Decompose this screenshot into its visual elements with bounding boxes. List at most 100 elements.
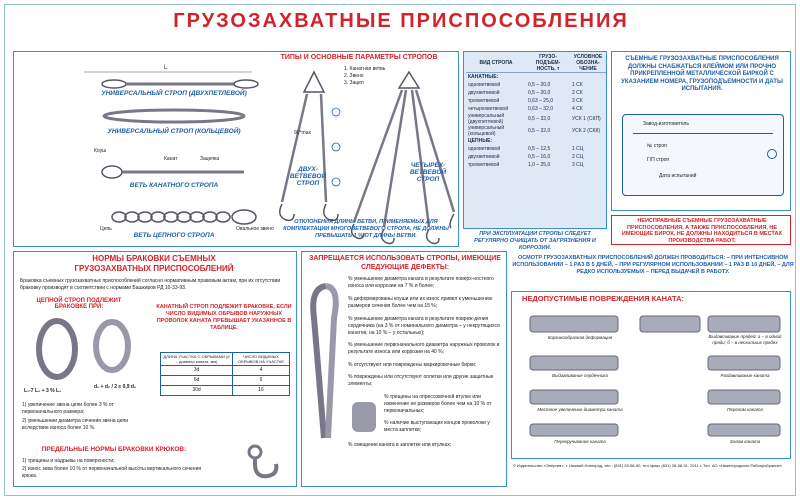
forbid-item-5: % отсутствуют или повреждены маркировочн… bbox=[348, 362, 477, 368]
header-code: УСЛОВНОЕ ОБОЗНА-ЧЕНИЕ bbox=[570, 54, 606, 73]
damage-heading: НЕДОПУСТИМЫЕ ПОВРЕЖДЕНИЯ КАНАТА: bbox=[522, 294, 685, 303]
types-heading: ТИПЫ И ОСНОВНЫЕ ПАРАМЕТРЫ СТРОПОВ bbox=[280, 54, 438, 61]
caption-univ-ring: УНИВЕРСАЛЬНЫЙ СТРОП (КОЛЬЦЕВОЙ) bbox=[107, 128, 241, 135]
damage-cap-2: Выдавливание прядей: а – в одной пряди; … bbox=[708, 334, 782, 345]
tag-date: Дата испытаний bbox=[659, 173, 697, 179]
slings-drawing bbox=[84, 70, 456, 245]
header-load: ГРУЗО-ПОДЪЕМ-НОСТЬ, т bbox=[526, 54, 570, 73]
chain-reject-heading: ЦЕПНОЙ СТРОП ПОДЛЕЖИТ БРАКОВКЕ ПРИ: bbox=[36, 298, 122, 310]
chain-item-2: 2) уменьшении диаметра сечения звена цеп… bbox=[22, 418, 129, 431]
cell: 0,5 – 20,0 bbox=[528, 82, 551, 88]
tag-line bbox=[633, 133, 773, 134]
cell: 6 bbox=[232, 375, 290, 386]
tag-hole-icon bbox=[767, 149, 777, 159]
rope-title: КАНАТНЫЕ: bbox=[468, 74, 499, 80]
caption-branch-rope: ВЕТЬ КАНАТНОГО СТРОПА bbox=[129, 182, 219, 189]
caption-two-branch: ДВУХ-ВЕТВЕВОЙ СТРОП bbox=[289, 166, 327, 187]
tag-heading: СЪЕМНЫЕ ГРУЗОЗАХВАТНЫЕ ПРИСПОСОБЛЕНИЯ ДО… bbox=[621, 56, 783, 92]
cell: 3 СЦ bbox=[572, 162, 584, 168]
table-row: универсальный (двухпетлевой) 0,5 – 32,0 УС… bbox=[466, 113, 606, 125]
hook-icon bbox=[247, 444, 279, 479]
length-label: L bbox=[164, 65, 168, 71]
cell: 3 СК bbox=[572, 98, 583, 104]
cell: четырехветвевой bbox=[468, 106, 509, 112]
cell: 0,5 – 32,0 bbox=[528, 128, 551, 134]
deviation-note: ОТКЛОНЕНИЯ ДЛИНЫ ВЕТВИ, ПРИМЕНЯЕМЫХ ДЛЯ … bbox=[283, 219, 449, 239]
cell: трехветвевой bbox=[468, 98, 500, 104]
forbid-item-8: % наличие выступающих концов проволоки у… bbox=[384, 420, 490, 433]
hook-item-1: 1) трещины и надрывы на поверхности; bbox=[22, 458, 115, 464]
forbid-heading: ЗАПРЕЩАЕТСЯ ИСПОЛЬЗОВАТЬ СТРОПЫ, ИМЕЮЩИЕ… bbox=[309, 255, 501, 271]
damage-drawing bbox=[529, 315, 781, 437]
forbid-item-1: % уменьшение диаметра каната в результат… bbox=[348, 276, 494, 289]
rope-loop-drawing bbox=[310, 283, 339, 439]
faulty-panel: НЕИСПРАВНЫЕ СЪЕМНЫЕ ГРУЗОЗАХВАТНЫЕ ПРИСП… bbox=[611, 215, 791, 245]
forbid-item-6: % повреждены или отсутствуют оплетки или… bbox=[348, 374, 494, 387]
cell: УСК 1 (СКП) bbox=[572, 116, 601, 122]
legend-1: 1. Канатная ветвь bbox=[344, 66, 386, 72]
cell: 16 bbox=[232, 385, 290, 396]
footer-credit: © Издательство «Энергия», г. Нижний Новг… bbox=[513, 463, 783, 468]
cell: универсальный (двухпетлевой) bbox=[468, 113, 505, 125]
cell: 0,5 – 12,5 bbox=[528, 146, 551, 152]
forbid-panel: ЗАПРЕЩАЕТСЯ ИСПОЛЬЗОВАТЬ СТРОПЫ, ИМЕЮЩИЕ… bbox=[301, 251, 507, 487]
sleeve-icon bbox=[352, 402, 376, 432]
chain-link-drawing bbox=[36, 318, 131, 380]
damage-cap-5: Местное увеличение диаметра каната bbox=[537, 407, 623, 412]
damage-cap-4: Раздавливание каната bbox=[720, 373, 770, 378]
damage-cap-8: Залом каната bbox=[729, 439, 761, 444]
hooks-heading: ПРЕДЕЛЬНЫЕ НОРМЫ БРАКОВКИ КРЮКОВ: bbox=[41, 446, 187, 453]
cell: 6d bbox=[159, 375, 234, 386]
tag-num: № строп bbox=[647, 143, 667, 149]
hook-item-2: 2) износ зева более 10 % от первоначальн… bbox=[22, 466, 202, 479]
breaks-header-count: ЧИСЛО ВИДИМЫХ ОБРЫВОВ НА УЧАСТКЕ bbox=[232, 352, 290, 366]
cell: 3d bbox=[159, 365, 234, 376]
inspection-text: ОСМОТР ГРУЗОЗАХВАТНЫХ ПРИСПОСОБЛЕНИЙ ДОЛ… bbox=[512, 255, 794, 275]
norms-panel: НОРМЫ БРАКОВКИ СЪЕМНЫХ ГРУЗОЗАХВАТНЫХ ПР… bbox=[13, 251, 297, 487]
norms-intro: Браковка съемных грузозахватных приспосо… bbox=[20, 278, 281, 291]
tag-plate: Завод-изготовитель № строп Г/П строп Дат… bbox=[622, 114, 784, 196]
forbid-item-9: % смещение каната в заплетке или втулках… bbox=[348, 442, 452, 448]
rope-reject-heading: КАНАТНЫЙ СТРОП ПОДЛЕЖИТ БРАКОВКЕ, ЕСЛИ Ч… bbox=[156, 304, 292, 331]
cell: универсальный (кольцевой) bbox=[468, 125, 505, 137]
label-koush: Коуш bbox=[94, 148, 107, 154]
tag-panel: СЪЕМНЫЕ ГРУЗОЗАХВАТНЫЕ ПРИСПОСОБЛЕНИЯ ДО… bbox=[611, 51, 791, 211]
cell: двухветвевой bbox=[468, 90, 500, 96]
params-header-row: ВИД СТРОПА ГРУЗО-ПОДЪЕМ-НОСТЬ, т УСЛОВНО… bbox=[466, 54, 606, 73]
cell: 4 bbox=[232, 365, 290, 376]
cell: одноветвевой bbox=[468, 82, 501, 88]
cell: 0,5 – 16,0 bbox=[528, 154, 551, 160]
cell: 0,63 – 25,0 bbox=[528, 98, 554, 104]
legend-3: 3. Зацеп bbox=[344, 80, 364, 86]
damage-cap-3: Выдавливание сердечника bbox=[552, 373, 608, 378]
damage-cap-1: Корзинообразная деформация bbox=[547, 335, 613, 340]
norms-heading: НОРМЫ БРАКОВКИ СЪЕМНЫХ ГРУЗОЗАХВАТНЫХ ПР… bbox=[74, 254, 234, 273]
cell: одноветвевой bbox=[468, 146, 501, 152]
params-panel: ВИД СТРОПА ГРУЗО-ПОДЪЕМ-НОСТЬ, т УСЛОВНО… bbox=[463, 51, 607, 229]
damage-cap-7: Перекручивание каната bbox=[554, 439, 606, 444]
cell: 2 СК bbox=[572, 90, 583, 96]
page-title: ГРУЗОЗАХВАТНЫЕ ПРИСПОСОБЛЕНИЯ bbox=[173, 10, 629, 32]
poster: ГРУЗОЗАХВАТНЫЕ ПРИСПОСОБЛЕНИЯ ТИПЫ И ОСН… bbox=[4, 4, 796, 496]
cleaning-note: ПРИ ЭКСПЛУАТАЦИИ СТРОПЫ СЛЕДУЕТ РЕГУЛЯРН… bbox=[474, 231, 596, 251]
forbid-item-7: % трещины на опрессовочной втулке или из… bbox=[384, 394, 492, 414]
cell: 2 СЦ bbox=[572, 154, 584, 160]
header-kind: ВИД СТРОПА bbox=[466, 54, 526, 73]
caption-four-branch: ЧЕТЫРЕХ-ВЕТВЕВОЙ СТРОП bbox=[409, 162, 447, 183]
params-table: ВИД СТРОПА ГРУЗО-ПОДЪЕМ-НОСТЬ, т УСЛОВНО… bbox=[466, 54, 606, 169]
tag-maker: Завод-изготовитель bbox=[643, 121, 689, 127]
cell: 0,5 – 32,0 bbox=[528, 116, 551, 122]
forbid-item-2: % деформированы коуши или их износ приве… bbox=[348, 296, 493, 309]
formula-2: d₁ + d₂ / 2 ≤ 0,9 d₀ bbox=[94, 384, 137, 390]
cell: 4 СК bbox=[572, 106, 583, 112]
forbid-item-4: % уменьшение первоначального диаметра на… bbox=[348, 342, 500, 355]
label-kanat: Канат bbox=[164, 156, 178, 162]
